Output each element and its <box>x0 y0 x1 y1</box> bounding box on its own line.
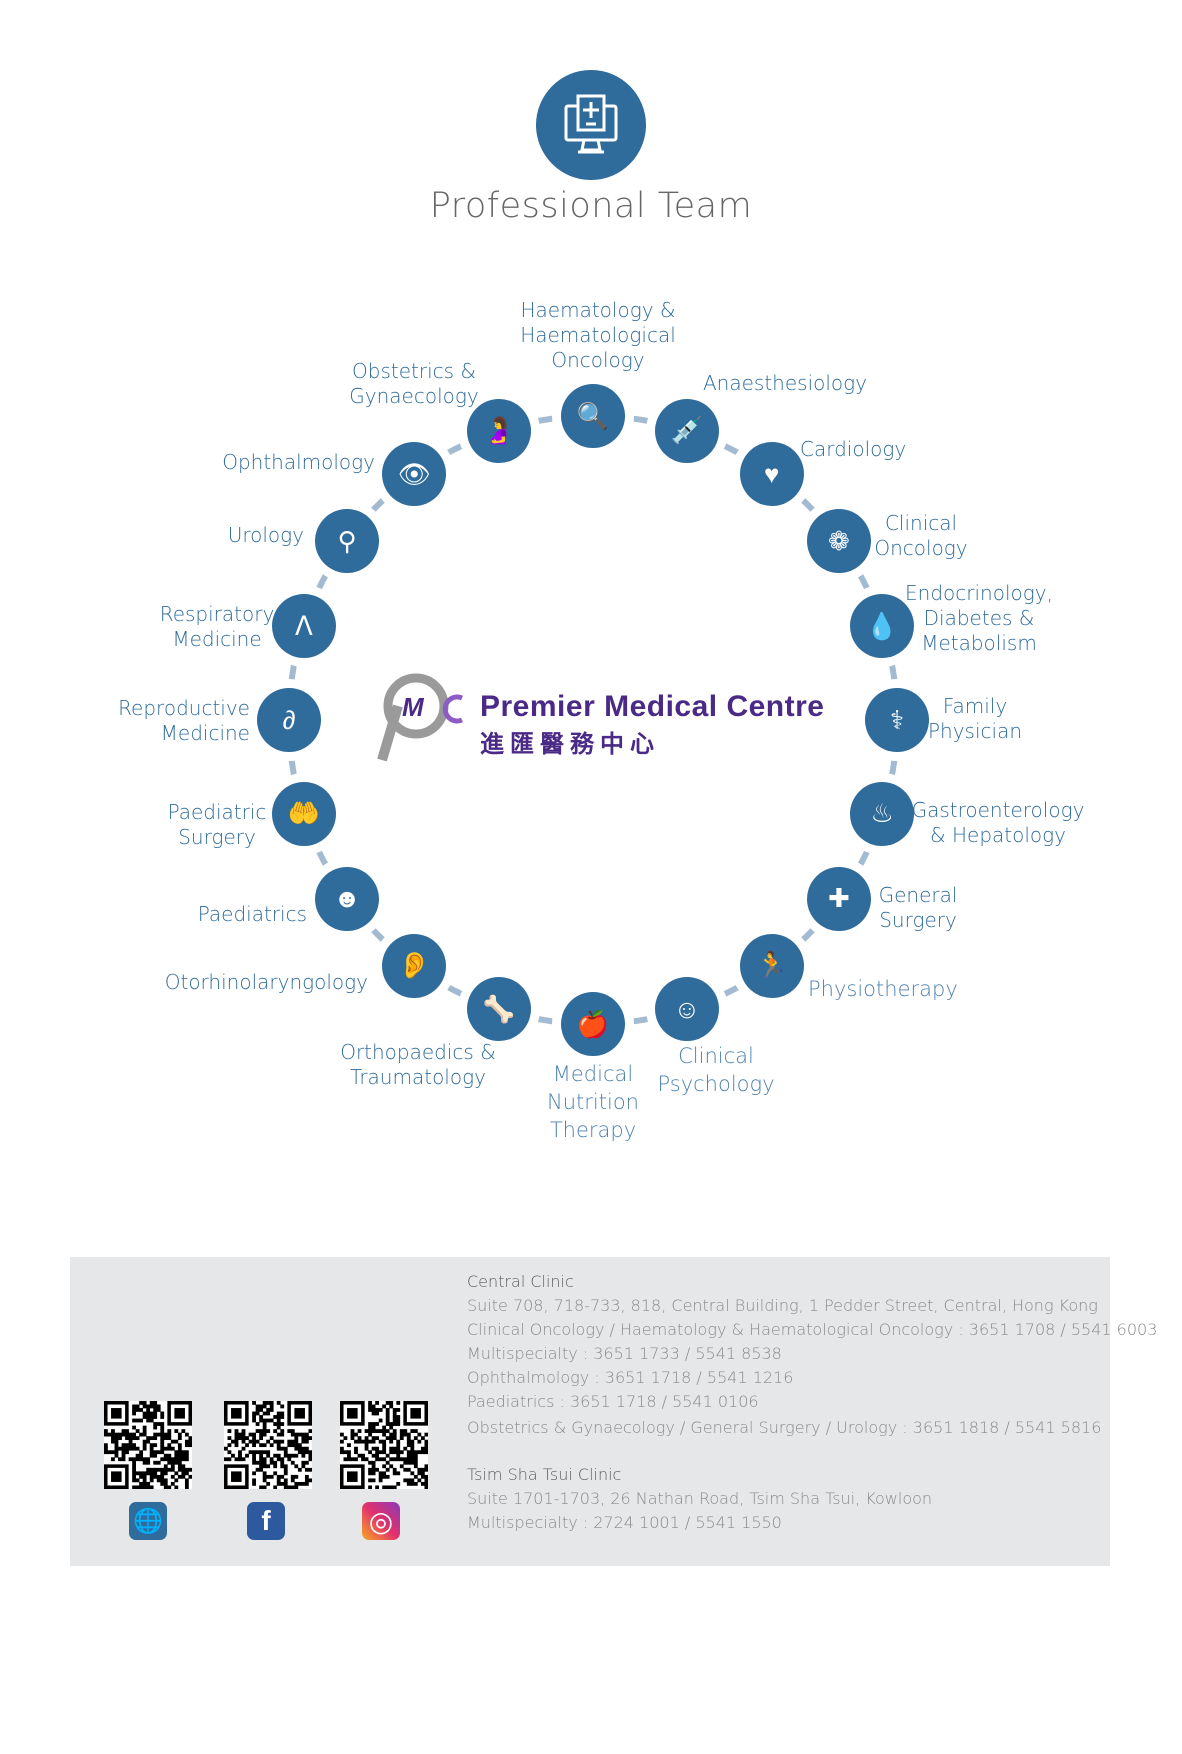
brand-name-zh: 進匯醫務中心 <box>480 731 660 758</box>
medical-computer-icon <box>536 70 646 180</box>
surgeon-icon: ✚ <box>806 866 871 931</box>
brand-name-en: Premier Medical Centre <box>480 690 825 723</box>
label-paediatrics: Paediatrics <box>197 902 307 926</box>
kidneys-icon: ⚲ <box>315 509 380 574</box>
cells-icon: ❁ <box>806 509 871 574</box>
tst-phone-multispecialty: Multispecialty : 2724 1001 / 5541 1550 <box>467 1513 782 1532</box>
heart-pulse-icon: ♥ <box>739 442 804 507</box>
label-endocrinology: Endocrinology,Diabetes &Metabolism <box>905 581 1053 655</box>
stethoscope-icon: ⚕ <box>865 688 929 752</box>
label-gastroenterology: Gastroenterology& Hepatology <box>911 798 1085 847</box>
apple-document-icon: 🍎 <box>561 992 625 1056</box>
label-obstetrics: Obstetrics &Gynaecology <box>349 359 479 408</box>
syringe-icon: 💉 <box>654 398 719 463</box>
tst-address: Suite 1701-1703, 26 Nathan Road, Tsim Sh… <box>467 1489 933 1508</box>
pregnant-woman-icon: 🤰 <box>467 398 532 463</box>
central-phone-multispecialty: Multispecialty : 3651 1733 / 5541 8538 <box>467 1344 782 1363</box>
running-person-icon: 🏃 <box>739 933 804 998</box>
instagram-qr-code[interactable] <box>340 1401 429 1490</box>
label-cardiology: Cardiology <box>800 437 907 461</box>
label-ophthalmology: Ophthalmology <box>222 450 375 474</box>
central-phone-oncology: Clinical Oncology / Haematology & Haemat… <box>467 1320 1158 1339</box>
eye-icon: 👁 <box>382 442 447 507</box>
facebook-qr-code[interactable] <box>224 1401 313 1490</box>
skeleton-icon: 🦴 <box>467 977 532 1042</box>
stomach-icon: ♨ <box>850 781 915 846</box>
label-orthopaedics: Orthopaedics &Traumatology <box>340 1040 496 1089</box>
svg-text:M: M <box>402 692 425 722</box>
sperm-icon: ∂ <box>257 688 321 752</box>
head-heart-icon: ☺ <box>654 977 719 1042</box>
website-qr-code[interactable] <box>104 1401 193 1490</box>
facebook-icon[interactable]: f <box>247 1502 285 1540</box>
glucose-meter-icon: 💧 <box>850 594 915 659</box>
lungs-icon: ᐱ <box>271 594 336 659</box>
label-physiotherapy: Physiotherapy <box>808 977 958 1001</box>
central-phone-ophthalmology: Ophthalmology : 3651 1718 / 5541 1216 <box>467 1368 794 1387</box>
central-phone-paediatrics: Paediatrics : 3651 1718 / 5541 0106 <box>467 1392 759 1411</box>
central-clinic-title: Central Clinic <box>467 1272 574 1291</box>
magnifier-blood-icon: 🔍 <box>561 384 625 448</box>
globe-icon[interactable]: 🌐 <box>129 1502 167 1540</box>
label-anaesthesiology: Anaesthesiology <box>703 371 868 395</box>
instagram-icon[interactable]: ◎ <box>362 1502 400 1540</box>
head-ear-icon: 👂 <box>382 933 447 998</box>
label-otorhinolaryngology: Otorhinolaryngology <box>164 970 368 994</box>
label-urology: Urology <box>227 523 304 547</box>
tst-clinic-title: Tsim Sha Tsui Clinic <box>467 1465 622 1484</box>
central-phone-obstetrics: Obstetrics & Gynaecology / General Surge… <box>467 1418 1102 1437</box>
pmc-logo: M <box>376 668 471 768</box>
page-title: Professional Team <box>429 186 753 226</box>
central-address: Suite 708, 718-733, 818, Central Buildin… <box>467 1296 1098 1315</box>
hands-child-icon: 🤲 <box>271 781 336 846</box>
child-icon: ☻ <box>315 866 380 931</box>
